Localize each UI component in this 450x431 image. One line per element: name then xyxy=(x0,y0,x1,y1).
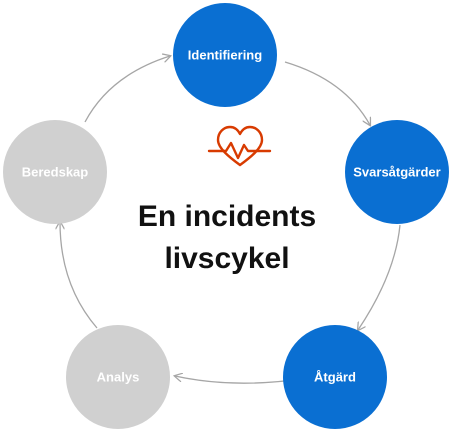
connector-analys-beredskap xyxy=(60,222,98,329)
stage-beredskap: Beredskap xyxy=(3,120,107,224)
stage-analys-circle xyxy=(66,325,170,429)
center-title-line1: En incidents xyxy=(138,200,316,233)
connectors xyxy=(60,56,401,384)
stage-svarsatgarder-circle xyxy=(345,120,449,224)
connector-atgard-analys xyxy=(175,376,294,384)
stage-beredskap-label: Beredskap xyxy=(22,165,89,180)
stage-identifiering-label: Identifiering xyxy=(188,48,262,63)
stage-atgard: Åtgärd xyxy=(283,325,387,429)
stage-svarsatgarder: Svarsåtgärder xyxy=(345,120,449,224)
heart-pulse-icon xyxy=(207,125,272,167)
connector-beredskap-identifiering xyxy=(84,56,170,123)
connector-identifiering-svarsatgarder xyxy=(284,61,370,125)
stage-atgard-label: Åtgärd xyxy=(314,370,356,385)
center-title-line2: livscykel xyxy=(164,242,289,275)
stage-svarsatgarder-label: Svarsåtgärder xyxy=(353,165,440,180)
stage-analys-label: Analys xyxy=(97,370,140,385)
stage-identifiering: Identifiering xyxy=(173,3,277,107)
stage-identifiering-circle xyxy=(173,3,277,107)
stage-atgard-circle xyxy=(283,325,387,429)
connector-svarsatgarder-atgard xyxy=(358,224,401,330)
stage-beredskap-circle xyxy=(3,120,107,224)
stage-analys: Analys xyxy=(66,325,170,429)
